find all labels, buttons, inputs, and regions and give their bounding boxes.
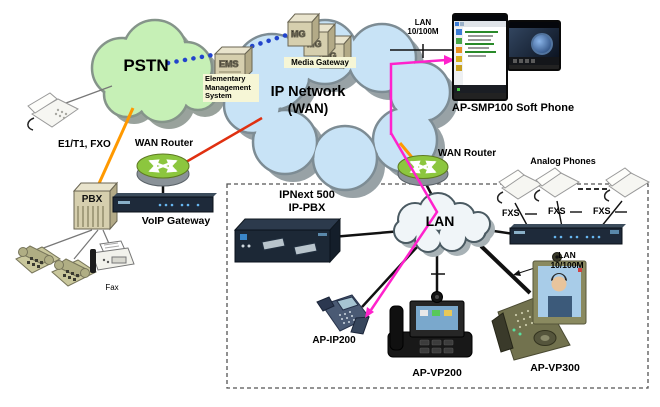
call-btn-3 [525, 59, 529, 63]
softphone-toolbar [454, 21, 506, 27]
link-router-wan-red [185, 116, 263, 164]
rail-icon-3 [455, 47, 462, 53]
analog-phone-pstn [27, 92, 79, 131]
e1t1-fxo-label: E1/T1, FXO [58, 139, 111, 150]
analog-phone-3 [603, 167, 651, 202]
pstn-cloud-label: PSTN [123, 56, 169, 75]
call-btn-1 [513, 59, 517, 63]
ap-ip200-label: AP-IP200 [312, 335, 356, 346]
pstn-cloud [90, 18, 225, 129]
wan-router-right-label: WAN Router [437, 148, 497, 159]
link-pstn-pbx-e1t1 [95, 107, 135, 189]
fxs-label-1: FXS [502, 208, 520, 218]
voip-gateway-label: VoIP Gateway [141, 215, 211, 227]
fxs-gateway-device [509, 224, 626, 245]
lan-right-label-2: 10/100M [550, 259, 584, 270]
ipnext-label-1: IPNext 500 [279, 189, 335, 201]
fxs-links [514, 200, 627, 228]
lan-cloud-label: LAN [425, 213, 455, 229]
analog-phone-1 [496, 169, 544, 204]
call-window-screen [509, 28, 559, 57]
fxs-label-2: FXS [548, 206, 566, 216]
ap-vp200-phone [387, 291, 473, 358]
ipnext500-device [233, 217, 342, 264]
lan-top-label-1: LAN [414, 18, 432, 27]
pbx-label: PBX [82, 194, 103, 205]
analog-phone-2 [533, 167, 581, 202]
softphone-contacts-window [452, 13, 508, 101]
fxs-label-3: FXS [593, 206, 611, 216]
mg-box-1: MG [286, 12, 321, 48]
call-btn-2 [519, 59, 523, 63]
call-flow-magenta [365, 55, 455, 318]
softphone-body [454, 27, 506, 85]
ipnext-label: IPNext 500 IP-PBX [266, 189, 348, 214]
pbx-phone-2 [51, 258, 97, 287]
softphone-icon-rail [454, 27, 463, 85]
link-ipnext-lan [331, 229, 403, 239]
call-window-emblem [531, 33, 553, 55]
wan-router-left-icon [136, 153, 190, 187]
rail-icon-2 [455, 38, 462, 44]
ipnext-label-2: IP-PBX [288, 201, 326, 214]
mg-label-3: MG [322, 51, 337, 61]
ap-vp300-label: AP-VP300 [530, 362, 580, 374]
wan-cloud-label-1: IP Network [270, 84, 346, 100]
fax-label: Fax [105, 283, 119, 292]
ap-ip200-phone [316, 294, 370, 335]
ap-vp300-phone [491, 252, 587, 361]
softphone-titlebar [454, 15, 506, 21]
lan-cloud [393, 192, 495, 257]
status-dot [457, 87, 460, 91]
pbx-box: PBX [72, 181, 119, 231]
wan-cloud-label-2: (WAN) [287, 101, 329, 116]
lan-right-label-1: LAN [558, 250, 576, 260]
ap-vp200-label: AP-VP200 [412, 367, 462, 379]
link-pstn-ems-mg-dotted [165, 29, 299, 66]
rail-icon-4 [455, 56, 462, 62]
rail-icon-1 [455, 29, 462, 35]
call-window-buttons [509, 57, 559, 65]
call-btn-4 [531, 59, 535, 63]
call-window-titlebar [509, 22, 559, 28]
lan-top-label-2: 10/100M [407, 27, 439, 37]
rail-icon-5 [455, 65, 462, 71]
lan-boundary-box [226, 183, 649, 389]
softphone-contact-tree [463, 27, 506, 85]
fax-machine [90, 240, 135, 273]
pbx-phone-1 [15, 245, 61, 274]
softphone-statusbar [454, 85, 506, 93]
softphone-call-window [507, 20, 561, 71]
mg-label-1: MG [291, 29, 306, 39]
softphone-app-icon [455, 22, 459, 26]
wan-router-left-label: WAN Router [134, 138, 194, 149]
link-lan-apvp300 [479, 244, 532, 295]
voip-gateway-device [112, 193, 217, 213]
ems-caption: Elementary Management System [203, 74, 259, 102]
softphone-toolbar-button [460, 22, 464, 26]
ap-smp100-label: AP-SMP100 Soft Phone [451, 102, 575, 114]
analog-phones-label: Analog Phones [530, 156, 596, 166]
lan-top-label: LAN 10/100M [396, 18, 450, 36]
lan-right-label: LAN 10/100M [538, 250, 596, 271]
media-gateway-caption: Media Gateway [284, 57, 356, 69]
ems-label: EMS [219, 59, 239, 69]
